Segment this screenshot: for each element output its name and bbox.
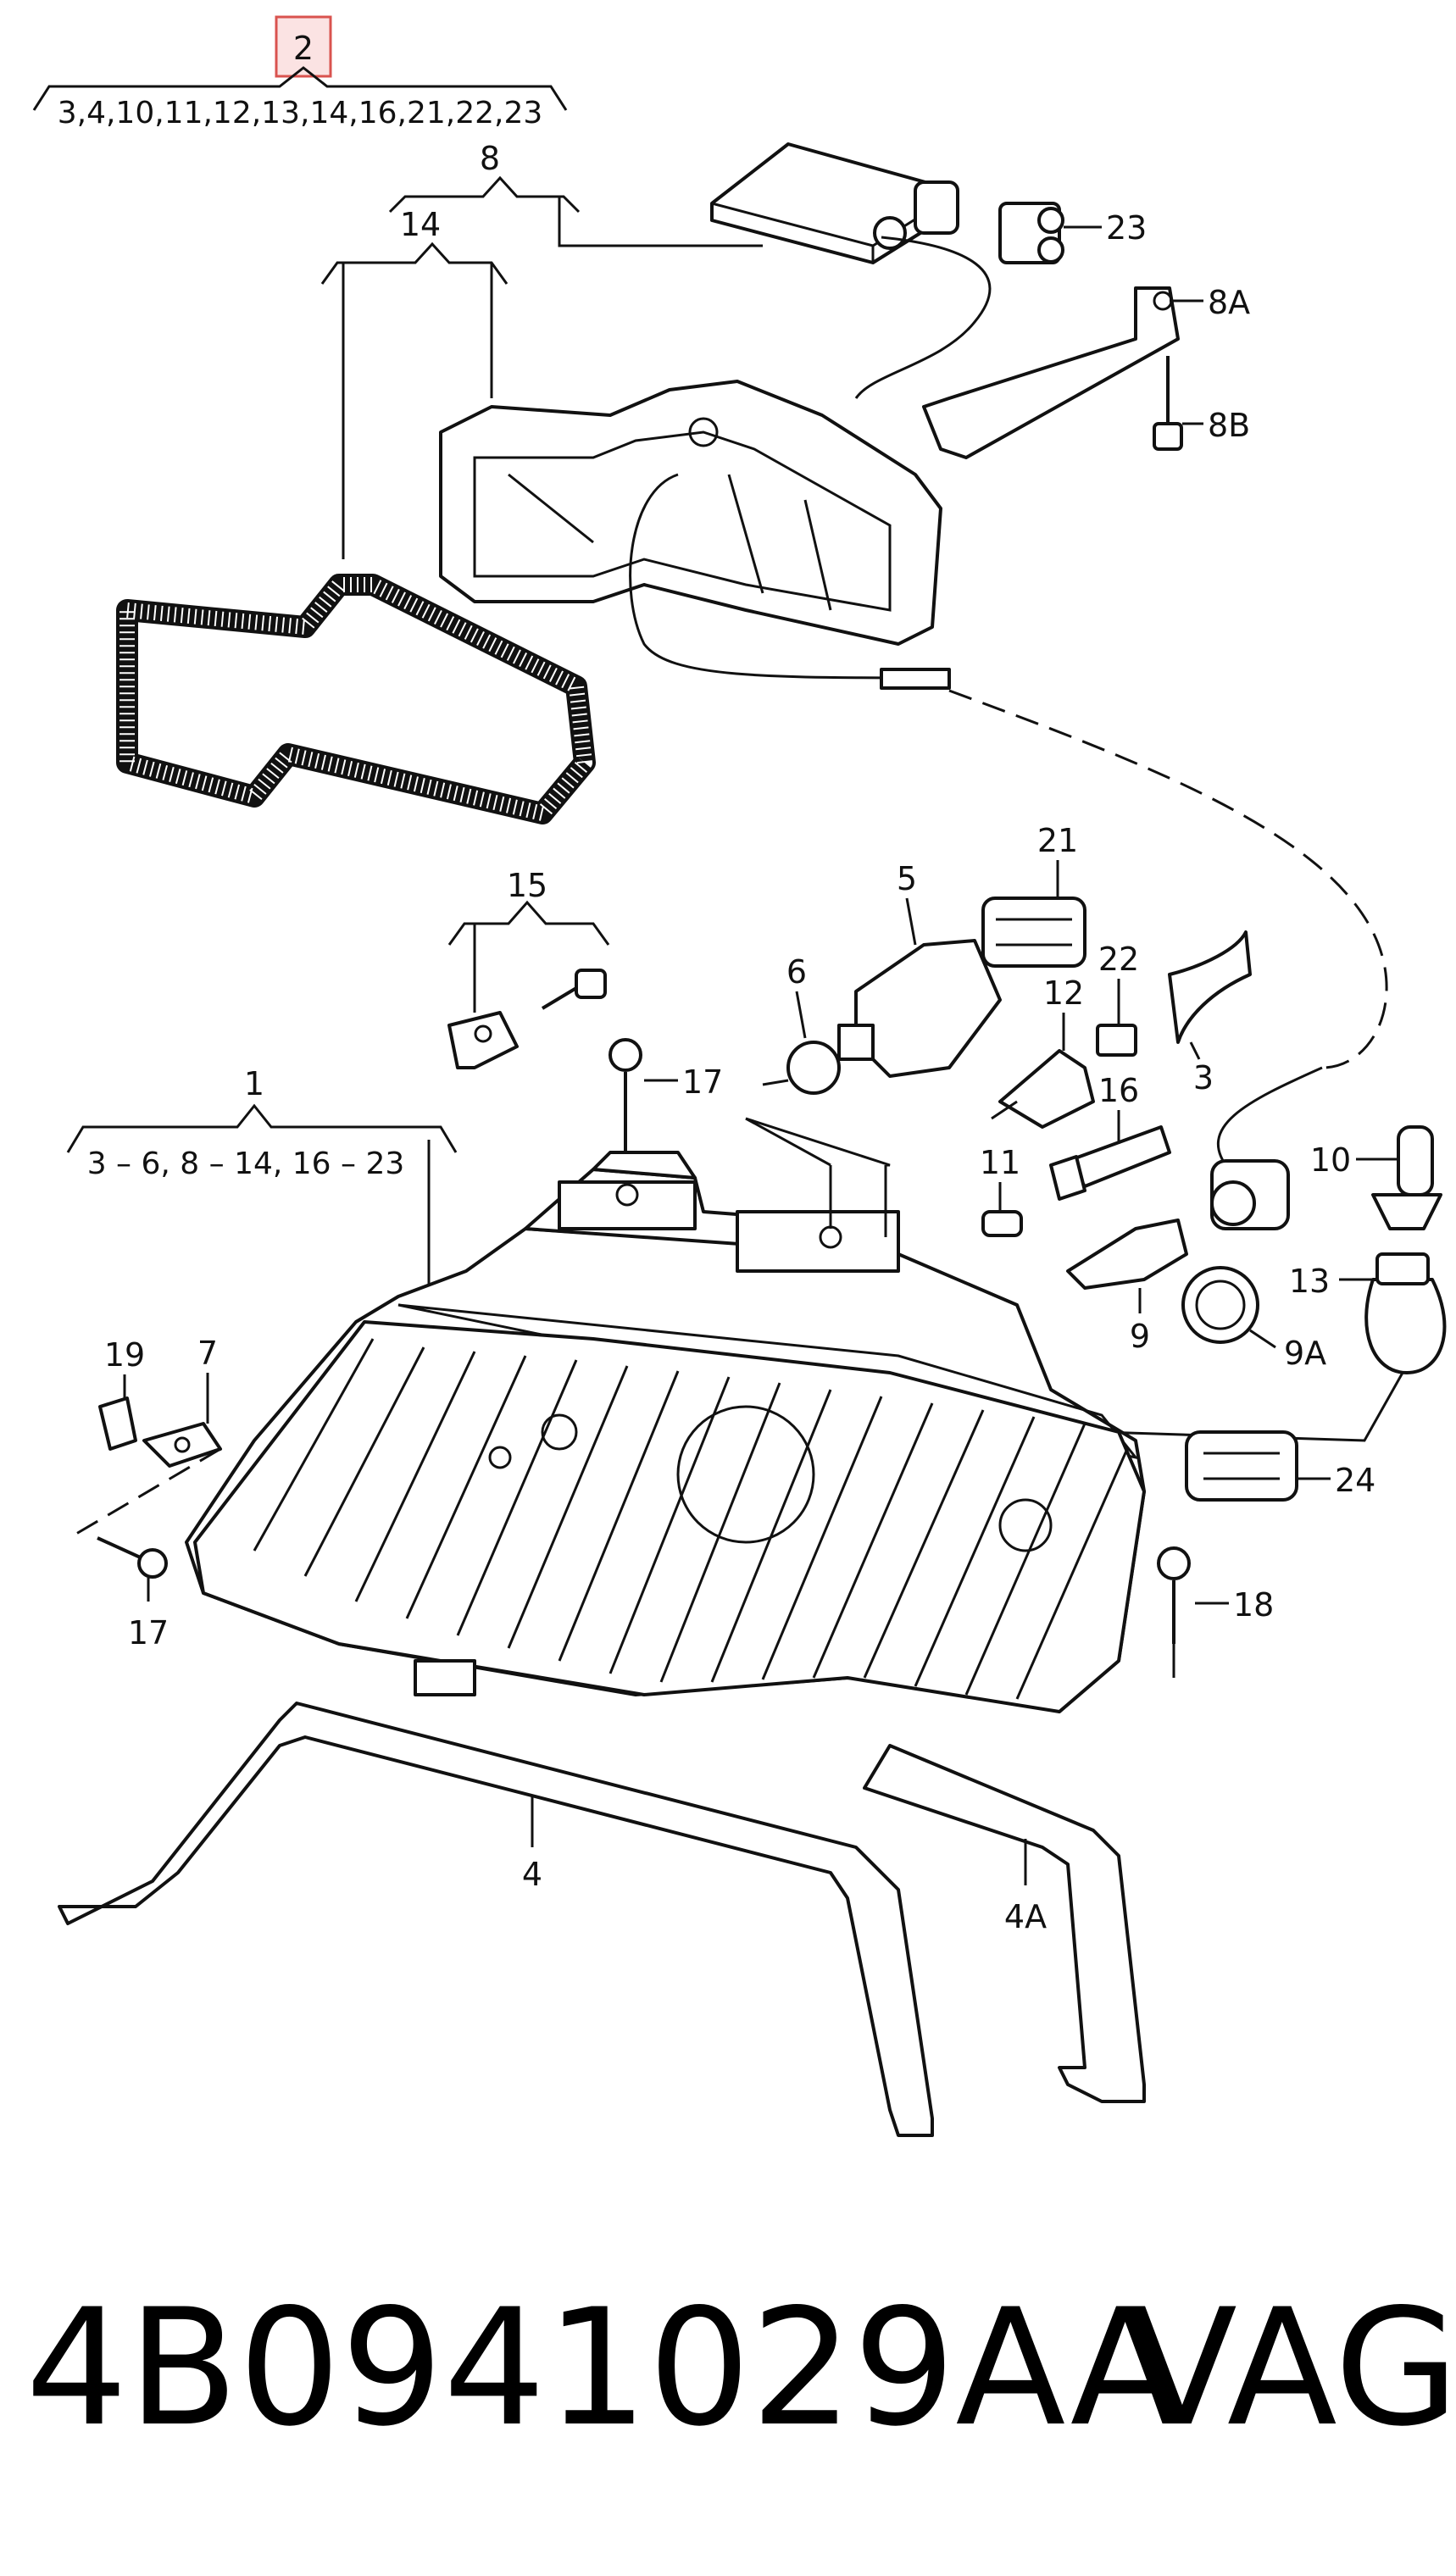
callout-9: 9 [1130,1318,1150,1355]
callout-8A: 8A [1208,284,1250,321]
top-list-label: 3,4,10,11,12,13,14,16,21,22,23 [58,96,543,130]
bulb-11 [981,1210,1023,1237]
callout-13: 13 [1289,1263,1330,1300]
callout-24: 24 [1335,1462,1375,1499]
label-1: 1 [244,1065,264,1102]
assembly-1-list: 3 – 6, 8 – 14, 16 – 23 [87,1146,405,1181]
bulb-12 [991,1049,1095,1129]
connector-22 [1096,1024,1137,1057]
trim-strip-4 [58,1659,934,2137]
callout-17a: 17 [682,1063,723,1101]
gasket [116,574,596,824]
bulb-10 [1371,1125,1442,1230]
part-number: 4B0941029AA [25,2274,1181,2462]
callout-5: 5 [897,860,917,897]
top-list-bracket: 3,4,10,11,12,13,14,16,21,22,23 [32,66,568,130]
clip-3 [1168,930,1252,1044]
callout-4A: 4A [1004,1898,1047,1935]
connector-23 [998,202,1064,264]
brand-name: VAG [1127,2274,1456,2462]
bulb-13 [1364,1252,1447,1374]
callout-23: 23 [1106,209,1147,247]
screw-17-top [609,1038,642,1169]
callout-9A: 9A [1284,1335,1326,1372]
callout-11: 11 [980,1144,1020,1181]
bracket-8A [922,286,1180,459]
callout-19: 19 [104,1336,145,1374]
screw-17-bottom [97,1536,168,1579]
clip-15 [447,1011,519,1069]
screw-18 [1157,1546,1191,1644]
clip-19 [98,1396,137,1451]
label-8: 8 [480,140,500,177]
control-unit [710,142,992,399]
bracket-7 [142,1422,222,1468]
screw-15 [541,969,607,1010]
callout-6: 6 [786,953,807,991]
callout-10: 10 [1310,1141,1351,1179]
callout-18: 18 [1233,1586,1274,1624]
connector-21 [981,897,1086,968]
label-15: 15 [507,867,547,904]
housing-frame [439,380,951,690]
callout-2-label: 2 [293,30,314,67]
ring-6 [762,1041,841,1095]
ring-9A [1181,1266,1259,1344]
callout-8B: 8B [1208,407,1250,444]
label-14: 14 [400,206,441,243]
callout-4: 4 [522,1856,542,1893]
connector-24 [1185,1430,1298,1502]
callout-22: 22 [1098,941,1139,978]
motor-5 [837,939,1002,1078]
trim-strip-4A [863,1744,1146,2103]
callout-21: 21 [1037,822,1078,859]
screw-8B [1153,356,1183,451]
bulb-9 [1066,1219,1188,1290]
socket-plug [1210,1066,1323,1230]
callout-17b: 17 [128,1614,169,1652]
bulb-16 [1049,1125,1171,1201]
headlight-lens [193,1320,1146,1713]
callout-7: 7 [197,1335,218,1372]
callout-12: 12 [1043,974,1084,1012]
callout-3: 3 [1193,1059,1214,1096]
callout-16: 16 [1098,1072,1139,1109]
